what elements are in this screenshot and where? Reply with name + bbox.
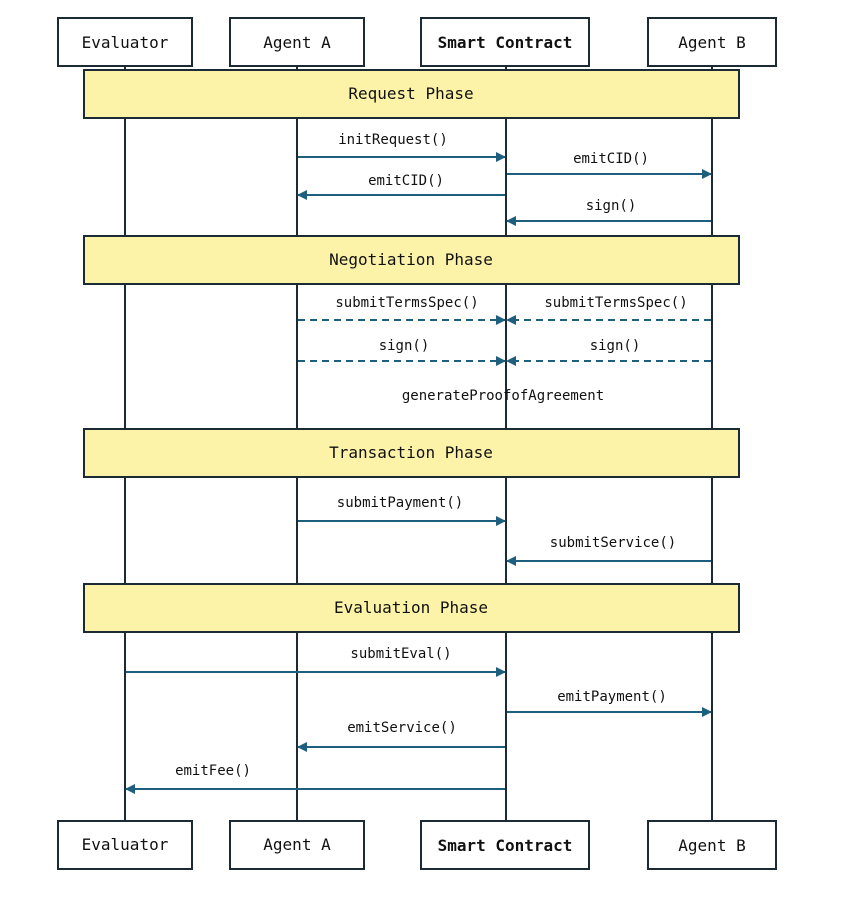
message-label: sign() (586, 198, 637, 214)
participant-label: Smart Contract (438, 33, 573, 52)
phase-label: Negotiation Phase (329, 250, 493, 269)
phase-label: Transaction Phase (329, 443, 493, 462)
message-label: initRequest() (338, 132, 448, 148)
participant-label: Evaluator (82, 835, 169, 854)
participant-label: Smart Contract (438, 836, 573, 855)
message-emit-cid-to-agent-a: emitCID() (297, 173, 505, 200)
message-submit-service: submitService() (506, 535, 711, 566)
phase-label: Evaluation Phase (334, 598, 488, 617)
participant-label: Agent B (678, 33, 745, 52)
message-sign-agent-b-dashed: sign() (506, 338, 711, 366)
participant-agent-a-top: Agent A (229, 17, 365, 67)
phase-transaction: Transaction Phase (83, 428, 740, 478)
participant-smart-contract-top: Smart Contract (420, 17, 590, 67)
message-emit-payment: emitPayment() (507, 689, 712, 717)
phase-request: Request Phase (83, 69, 740, 119)
participant-label: Evaluator (82, 33, 169, 52)
phase-negotiation: Negotiation Phase (83, 235, 740, 285)
message-label: sign() (590, 338, 641, 354)
message-label: submitTermsSpec() (335, 295, 478, 311)
message-label: emitCID() (368, 173, 444, 189)
message-label: emitService() (347, 720, 457, 736)
phase-label: Request Phase (348, 84, 473, 103)
participant-label: Agent A (263, 835, 331, 854)
participant-agent-b-bottom: Agent B (647, 820, 777, 870)
participant-label: Agent A (263, 33, 331, 52)
message-label: submitEval() (350, 646, 451, 662)
participant-smart-contract-bottom: Smart Contract (420, 820, 590, 870)
message-submit-terms-spec-agent-b: submitTermsSpec() (506, 295, 711, 325)
message-label: sign() (379, 338, 430, 354)
message-emit-cid-to-agent-b: emitCID() (507, 151, 712, 179)
message-emit-fee: emitFee() (125, 763, 505, 794)
message-sign-agent-a-dashed: sign() (298, 338, 506, 366)
message-label: emitCID() (573, 151, 649, 167)
message-emit-service: emitService() (297, 720, 505, 752)
note-generate-proof-of-agreement: generateProofofAgreement (402, 388, 604, 404)
participant-evaluator-top: Evaluator (57, 17, 193, 67)
message-label: submitPayment() (337, 495, 463, 511)
message-sign-agent-b: sign() (506, 198, 711, 226)
message-init-request: initRequest() (298, 132, 506, 162)
phase-evaluation: Evaluation Phase (83, 583, 740, 633)
participant-agent-a-bottom: Agent A (229, 820, 365, 870)
message-submit-payment: submitPayment() (298, 495, 506, 526)
message-label: emitFee() (175, 763, 251, 779)
participant-evaluator-bottom: Evaluator (57, 820, 193, 870)
message-label: submitTermsSpec() (544, 295, 687, 311)
message-submit-terms-spec-agent-a: submitTermsSpec() (298, 295, 506, 325)
message-label: submitService() (550, 535, 676, 551)
participant-label: Agent B (678, 836, 745, 855)
participant-agent-b-top: Agent B (647, 17, 777, 67)
message-label: emitPayment() (557, 689, 667, 705)
message-submit-eval: submitEval() (126, 646, 506, 677)
